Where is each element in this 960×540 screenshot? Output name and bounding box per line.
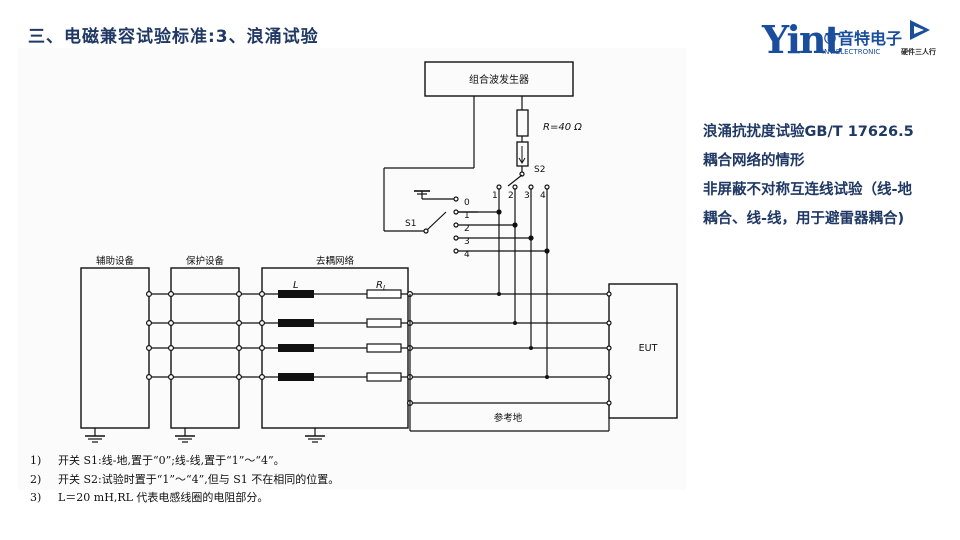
s1-pos-0: 0 <box>464 198 470 208</box>
aux-equipment-label: 辅助设备 <box>96 255 135 267</box>
note-2: 2)开关 S2:试验时置于“1”～“4”,但与 S1 不在相同的位置。 <box>30 472 340 486</box>
surge-coupling-circuit-diagram: 组合波发生器 R=40 Ω S2 1 2 3 4 S1 <box>18 48 686 490</box>
slide-title: 三、电磁兼容试验标准:3、浪涌试验 <box>28 27 319 47</box>
company-logo: Yint ®音特电子 INT ELECTRONIC 硬件三人行 <box>762 18 952 66</box>
logo-chinese-name: ®音特电子 <box>822 29 903 48</box>
ground-icon <box>305 428 325 443</box>
s2-contacts <box>496 184 550 190</box>
side-text-line-4: 耦合、线-线，用于避雷器耦合) <box>703 211 905 227</box>
side-description: 浪涌抗扰度试验GB/T 17626.5 耦合网络的情形 非屏蔽不对称互连线试验（… <box>703 118 953 234</box>
s2-pos-2: 2 <box>508 191 514 201</box>
note-1: 1)开关 S1:线-地,置于“0”;线-线,置于“1”～“4”。 <box>30 454 285 467</box>
s2-pos-1: 1 <box>492 191 498 201</box>
rl-resistors <box>366 289 402 382</box>
side-text-line-1: 浪涌抗扰度试验GB/T 17626.5 <box>703 124 914 140</box>
s2-switch-blade <box>507 174 523 187</box>
inductors <box>278 290 314 381</box>
eut-label: EUT <box>639 343 658 354</box>
rl-label: RL <box>376 280 387 292</box>
partner-logo-icon <box>910 20 930 40</box>
s2-pos-3: 3 <box>524 191 530 201</box>
generator-box <box>424 61 574 97</box>
s2-pos-4: 4 <box>540 191 546 201</box>
eut-box <box>608 283 678 419</box>
s1-pos-3: 3 <box>464 237 470 247</box>
s2-line-junctions <box>497 292 549 379</box>
ground-icon <box>175 428 195 443</box>
s1-pos-4: 4 <box>464 250 470 260</box>
side-text-line-2: 耦合网络的情形 <box>703 153 805 169</box>
s1-pos-1: 1 <box>464 211 470 221</box>
note-3: 3)L＝20 mH,RL 代表电感线圈的电阻部分。 <box>30 491 269 504</box>
s1-label: S1 <box>405 219 416 229</box>
partner-logo-text: 硬件三人行 <box>901 48 936 56</box>
resistor-40-ohm <box>516 109 529 137</box>
s2-label: S2 <box>534 165 545 175</box>
inductor-label: L <box>293 280 299 291</box>
aux-equipment-box <box>80 267 150 429</box>
side-text-line-3: 非屏蔽不对称互连线试验（线-地 <box>703 182 913 198</box>
generator-label: 组合波发生器 <box>469 73 529 86</box>
ground-icon <box>85 428 105 443</box>
s1-pos-2: 2 <box>464 224 470 234</box>
decoupling-network-label: 去耦网络 <box>316 255 355 267</box>
protection-equipment-label: 保护设备 <box>186 255 225 267</box>
logo-english-name: INT ELECTRONIC <box>822 48 881 56</box>
s1-contacts <box>453 196 459 254</box>
logo-mark: Yint <box>762 17 842 62</box>
s1-switch-blade <box>426 211 447 231</box>
resistor-label: R=40 Ω <box>543 122 582 133</box>
diagram-notes: 1)开关 S1:线-地,置于“0”;线-线,置于“1”～“4”。 2)开关 S2… <box>30 452 339 508</box>
reference-ground-label: 参考地 <box>494 412 523 424</box>
